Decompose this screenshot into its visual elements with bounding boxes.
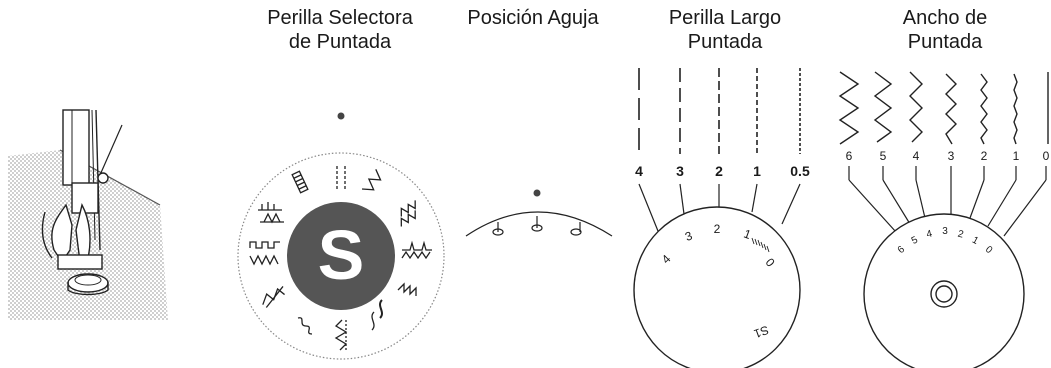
stitch-symbol-zigzag <box>361 169 382 191</box>
width-label-2: 2 <box>981 149 988 163</box>
width-sample-5 <box>873 71 893 143</box>
width-sample-6 <box>838 71 860 145</box>
width-label-5: 5 <box>880 149 887 163</box>
needle-center-icon <box>531 216 543 232</box>
width-dial-num-2: 2 <box>957 229 965 241</box>
stitch-symbol-stretch <box>334 319 348 351</box>
stitch-width-title-line1: Ancho de <box>902 7 988 29</box>
stitch-symbol-blanket <box>258 202 282 211</box>
length-dial-fine-ticks <box>751 237 770 253</box>
length-dial-s1: S1 <box>752 323 771 341</box>
width-sample-1 <box>1013 73 1018 145</box>
stitch-symbol-straight <box>336 166 346 190</box>
stitch-width-dial[interactable]: 6 5 4 3 2 1 0 <box>863 213 1025 368</box>
stitch-symbol-buttonhole <box>291 170 309 194</box>
length-label-0.5: 0.5 <box>790 163 810 179</box>
width-label-3: 3 <box>948 149 955 163</box>
width-label-0: 0 <box>1043 149 1050 163</box>
stitch-length-diagram: 4 3 2 1 0.5 <box>635 68 810 237</box>
stitch-symbol-serpentine <box>379 299 383 319</box>
stitch-width-title-line2: Puntada <box>907 31 983 53</box>
width-dial-knob-inner <box>935 285 953 303</box>
stitch-length-title-line2: Puntada <box>687 31 763 53</box>
width-label-4: 4 <box>913 149 920 163</box>
stitch-symbols <box>249 166 432 351</box>
selector-center-disc <box>287 202 395 310</box>
width-label-6: 6 <box>846 149 853 163</box>
selector-center-letter: S <box>318 216 365 294</box>
stitch-symbol-multi-zigzag <box>400 200 416 217</box>
needle-clamp-screw <box>97 172 109 184</box>
width-dial-num-1: 1 <box>970 235 980 248</box>
stitch-length-title-line1: Perilla Largo <box>668 7 782 29</box>
needle-position-indicator[interactable] <box>465 189 613 237</box>
width-sample-3 <box>945 73 957 145</box>
stitch-symbol-blind-hem <box>402 240 432 251</box>
width-dial-face <box>863 213 1025 368</box>
length-dial-num-1: 1 <box>742 227 753 243</box>
stitch-selector-title: Perilla Selectora de Puntada <box>240 6 440 54</box>
length-label-4: 4 <box>635 163 643 179</box>
stitch-symbol-rickrack <box>297 317 313 335</box>
length-dial-face <box>633 206 801 368</box>
stitch-length-title: Perilla Largo Puntada <box>625 6 825 54</box>
width-dial-num-0: 0 <box>983 244 995 256</box>
foot-shank-left <box>51 203 73 264</box>
width-sample-2 <box>980 73 988 145</box>
width-dial-num-4: 4 <box>925 228 933 240</box>
stitch-width-diagram: 6 5 4 3 2 1 0 <box>838 71 1050 237</box>
width-dial-num-6: 6 <box>896 244 908 256</box>
length-dial-num-2: 2 <box>714 222 721 236</box>
width-dial-num-3: 3 <box>942 226 948 237</box>
stitch-length-dial[interactable]: 4 3 2 1 0 S1 <box>633 206 801 368</box>
length-dial-num-3: 3 <box>683 228 694 244</box>
stitch-selector-dial[interactable]: S <box>237 112 445 360</box>
stitch-length-samples <box>638 68 801 154</box>
width-dial-knob-outer <box>930 280 958 308</box>
length-label-3: 3 <box>676 163 684 179</box>
stitch-width-title: Ancho de Puntada <box>845 6 1045 54</box>
presser-foot-illustration <box>8 109 168 320</box>
selector-indicator-dot <box>337 112 345 120</box>
width-dial-num-5: 5 <box>910 234 920 247</box>
stitch-selector-title-line2: de Puntada <box>288 31 392 53</box>
stitch-width-samples <box>838 71 1049 145</box>
length-label-2: 2 <box>715 163 723 179</box>
width-label-1: 1 <box>1013 149 1020 163</box>
stitch-symbol-box <box>249 241 280 249</box>
needle-right-icon <box>570 222 582 236</box>
thread <box>99 124 123 176</box>
needle-left-icon <box>492 222 504 236</box>
needle-position-title: Posición Aguja <box>467 7 599 29</box>
needle-position-dot <box>533 189 541 197</box>
width-sample-4 <box>909 71 923 143</box>
length-leader-lines <box>638 183 801 237</box>
presser-bar <box>62 109 90 186</box>
needle-position-arc <box>465 211 613 237</box>
stitch-symbol-overcast <box>397 282 417 296</box>
width-leader-lines <box>848 166 1047 237</box>
stitch-selector-title-line1: Perilla Selectora <box>267 7 413 29</box>
length-label-1: 1 <box>753 163 761 179</box>
